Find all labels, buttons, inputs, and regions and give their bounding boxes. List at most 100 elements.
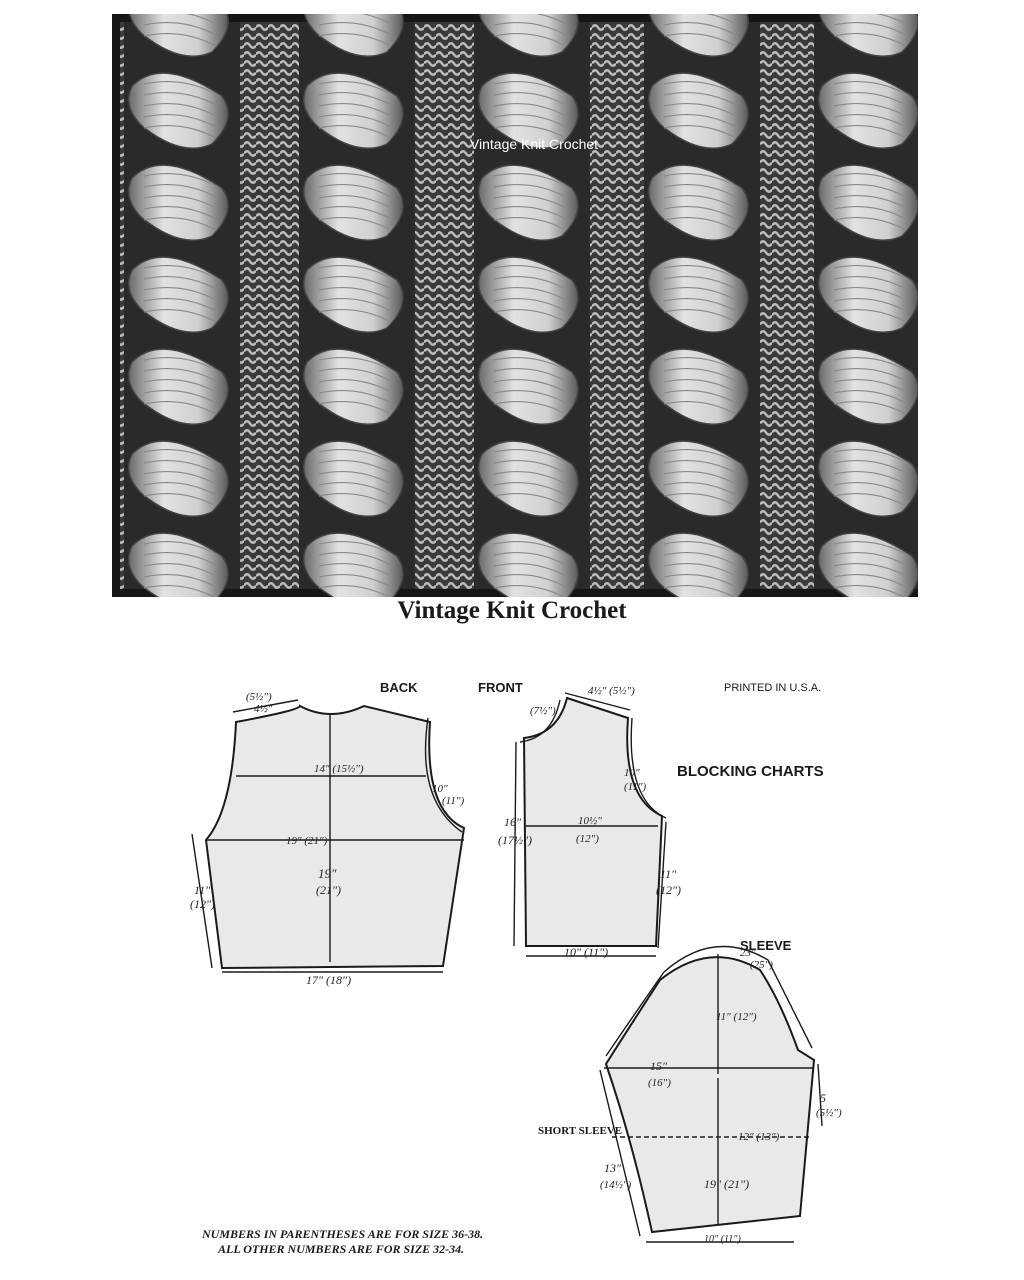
stitch-line [143,297,217,312]
stitch-line [318,389,392,404]
stitch-line [143,540,217,555]
stitch-line [143,205,217,220]
cable-twist [647,256,749,333]
stitch-line [833,194,907,209]
cable-twist [647,72,749,149]
stitch-line [663,21,737,36]
stitch-line [833,540,907,555]
stitch-line [493,113,567,128]
sleeve-upper: 15" [650,1059,668,1073]
stitch-line [493,378,567,393]
sleeve-cap-height: 11" (12") [716,1011,757,1023]
stitch-line [143,492,217,507]
caption: Vintage Knit Crochet [397,597,627,624]
stitch-line [663,172,737,187]
stitch-line [663,216,737,231]
stitch-line [833,459,907,474]
cable-twist [128,14,229,57]
stitch-line [663,80,737,95]
stitch-line [663,194,737,209]
stitch-line [833,367,907,382]
stitch-line [833,91,907,106]
stitch-line [143,551,217,566]
stitch-line [493,32,567,47]
stitch-line [833,286,907,301]
back-length-alt: (21") [316,883,341,897]
stitch-line [318,80,392,95]
stitch-line [663,492,737,507]
stitch-line [143,91,217,106]
cable-column [814,14,918,597]
stitch-line [493,275,567,290]
stitch-line [143,21,217,36]
stitch-line [663,286,737,301]
stitch-line [493,389,567,404]
front-width-alt: (12") [576,833,599,845]
stitch-line [663,356,737,371]
sleeve-mid: 12" (13") [738,1131,780,1143]
cable-twist [302,72,404,149]
front-shoulder: 4½" (5½") [588,685,635,697]
cable-twist [303,14,404,57]
stitch-line [318,102,392,117]
photo-watermark: Vintage Knit Crochet [470,136,598,152]
cable-twist [477,164,579,241]
short-sleeve-label: SHORT SLEEVE [538,1125,622,1137]
stitch-line [143,573,217,588]
stitch-line [833,356,907,371]
front-armhole: 10" [624,767,640,779]
stitch-line [493,470,567,485]
stitch-line [663,481,737,496]
stitch-line [493,80,567,95]
cable-knit-photo: Vintage Knit Crochet [112,14,918,597]
stitch-line [663,91,737,106]
stitch-line [143,367,217,382]
stitch-line [143,584,216,597]
cable-twist [647,440,749,517]
stitch-line [493,356,567,371]
stitch-line [318,448,392,463]
stitch-line [318,551,392,566]
front-length: 16" [504,815,522,829]
stitch-line [493,264,567,279]
stitch-line [318,492,392,507]
back-chest-top: 14" (15½") [314,763,364,775]
stitch-line [493,21,567,36]
stitch-line [318,183,392,198]
blocking-chart-diagram: BACK FRONT PRINTED IN U.S.A. BLOCKING CH… [190,680,842,1256]
stitch-line [318,124,392,139]
back-armhole: 10" [432,783,448,795]
sleeve-side-alt: (14½") [600,1179,632,1191]
stitch-line [663,562,737,577]
stitch-line [143,102,217,117]
stitch-line [318,172,392,187]
sleeve-short-len: 5 [820,1091,826,1105]
cable-column [474,14,590,597]
stitch-line [663,470,737,485]
stitch-line [318,286,392,301]
stitch-line [663,459,737,474]
stitch-line [833,470,907,485]
sleeve-piece [604,956,816,1234]
stitch-line [833,584,906,597]
stitch-line [143,194,217,209]
stitch-line [318,264,392,279]
stitch-line [318,91,392,106]
cable-twist [817,348,918,425]
stitch-line [493,297,567,312]
cable-twist [302,256,404,333]
stitch-line [493,124,567,139]
stitch-line [493,400,567,415]
stitch-line [143,389,217,404]
cable-twist [127,256,229,333]
stitch-line [833,80,907,95]
cable-twist [817,256,918,333]
stitch-line [493,172,567,187]
stitch-line [833,102,907,117]
stitch-line [663,367,737,382]
stitch-line [318,216,392,231]
front-bottom: 10" (11") [564,945,608,959]
back-piece [204,704,466,970]
stitch-line [833,264,907,279]
stitch-line [143,172,217,187]
